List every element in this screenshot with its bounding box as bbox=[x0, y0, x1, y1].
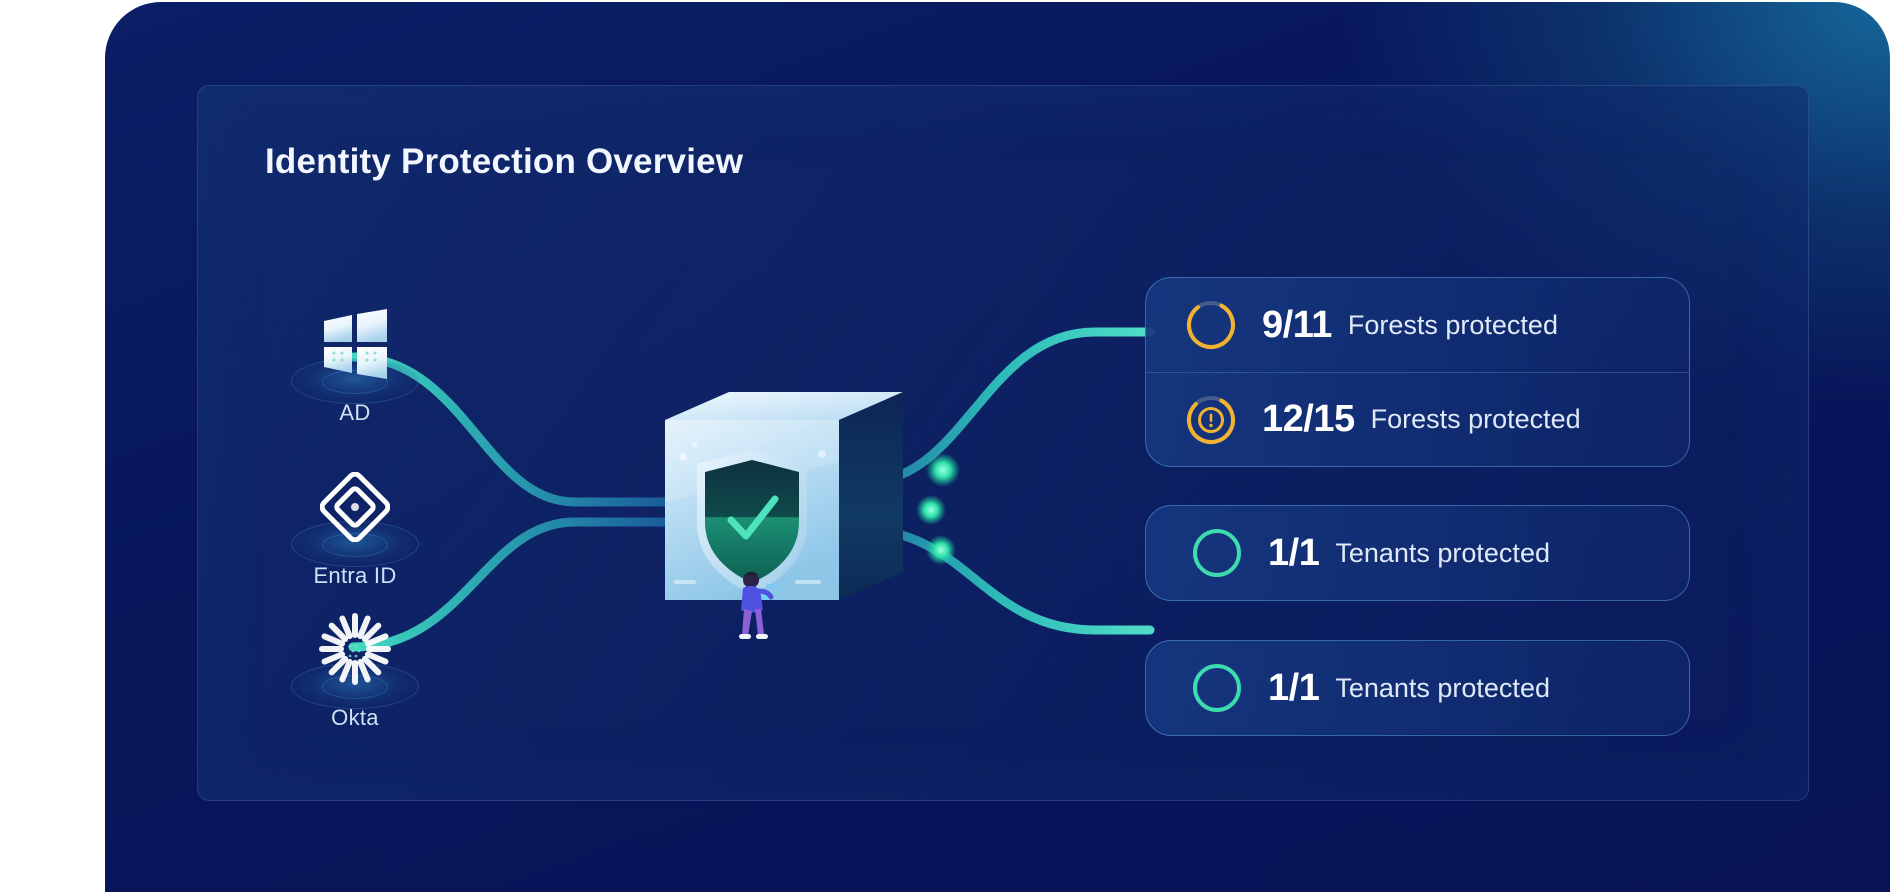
sidebar-item-label: AD bbox=[339, 400, 371, 425]
stat-caption: Forests protected bbox=[1347, 309, 1558, 340]
node-platform bbox=[291, 521, 419, 567]
page-title: Identity Protection Overview bbox=[265, 142, 744, 181]
okta-sunburst-icon bbox=[319, 613, 391, 685]
stat-row-forests-9-11[interactable]: 9/11 Forests protected bbox=[1146, 278, 1689, 372]
stat-value: 1/1 bbox=[1268, 666, 1320, 709]
stat-row-tenants-1-1-a[interactable]: 1/1 Tenants protected bbox=[1146, 506, 1689, 600]
sidebar-item-entra-id[interactable]: Entra ID bbox=[260, 455, 450, 589]
stat-row-tenants-1-1-b[interactable]: 1/1 Tenants protected bbox=[1146, 641, 1689, 735]
stat-caption: Forests protected bbox=[1370, 404, 1581, 434]
sidebar-item-label: Okta bbox=[331, 705, 379, 730]
stat-group-tenants-2: 1/1 Tenants protected bbox=[1145, 640, 1690, 736]
windows-logo-icon bbox=[324, 309, 387, 379]
sidebar-item-ad[interactable]: AD bbox=[260, 292, 450, 426]
stat-caption: Tenants protected bbox=[1335, 672, 1550, 703]
person-figure-icon bbox=[739, 571, 779, 639]
stat-group-forests: 9/11 Forests protected 12/15 Forests pro… bbox=[1145, 277, 1690, 467]
stat-group-tenants-1: 1/1 Tenants protected bbox=[1145, 505, 1690, 601]
connection-diagram bbox=[348, 327, 1155, 652]
progress-ring-icon bbox=[1184, 298, 1238, 352]
shield-check-cube-icon bbox=[665, 392, 960, 602]
sidebar-item-label: Entra ID bbox=[313, 563, 397, 588]
progress-ring-icon bbox=[1190, 661, 1244, 715]
ad-glyph bbox=[260, 292, 450, 404]
node-platform bbox=[291, 358, 419, 404]
stat-value: 1/1 bbox=[1268, 531, 1320, 574]
identity-protection-panel: Identity Protection Overview bbox=[105, 2, 1890, 892]
stat-row-forests-12-15[interactable]: 12/15 Forests protected bbox=[1146, 372, 1689, 466]
stat-caption: Tenants protected bbox=[1335, 537, 1550, 568]
progress-ring-icon bbox=[1190, 526, 1244, 580]
stat-value: 12/15 bbox=[1262, 398, 1355, 440]
okta-glyph bbox=[260, 597, 450, 709]
progress-ring-warning-icon bbox=[1184, 393, 1238, 447]
entra-id-glyph bbox=[260, 455, 450, 567]
entra-id-diamond-icon bbox=[320, 472, 390, 542]
stat-value: 9/11 bbox=[1262, 303, 1332, 346]
sidebar-item-okta[interactable]: Okta bbox=[260, 597, 450, 731]
warning-exclamation-icon bbox=[1198, 406, 1224, 433]
